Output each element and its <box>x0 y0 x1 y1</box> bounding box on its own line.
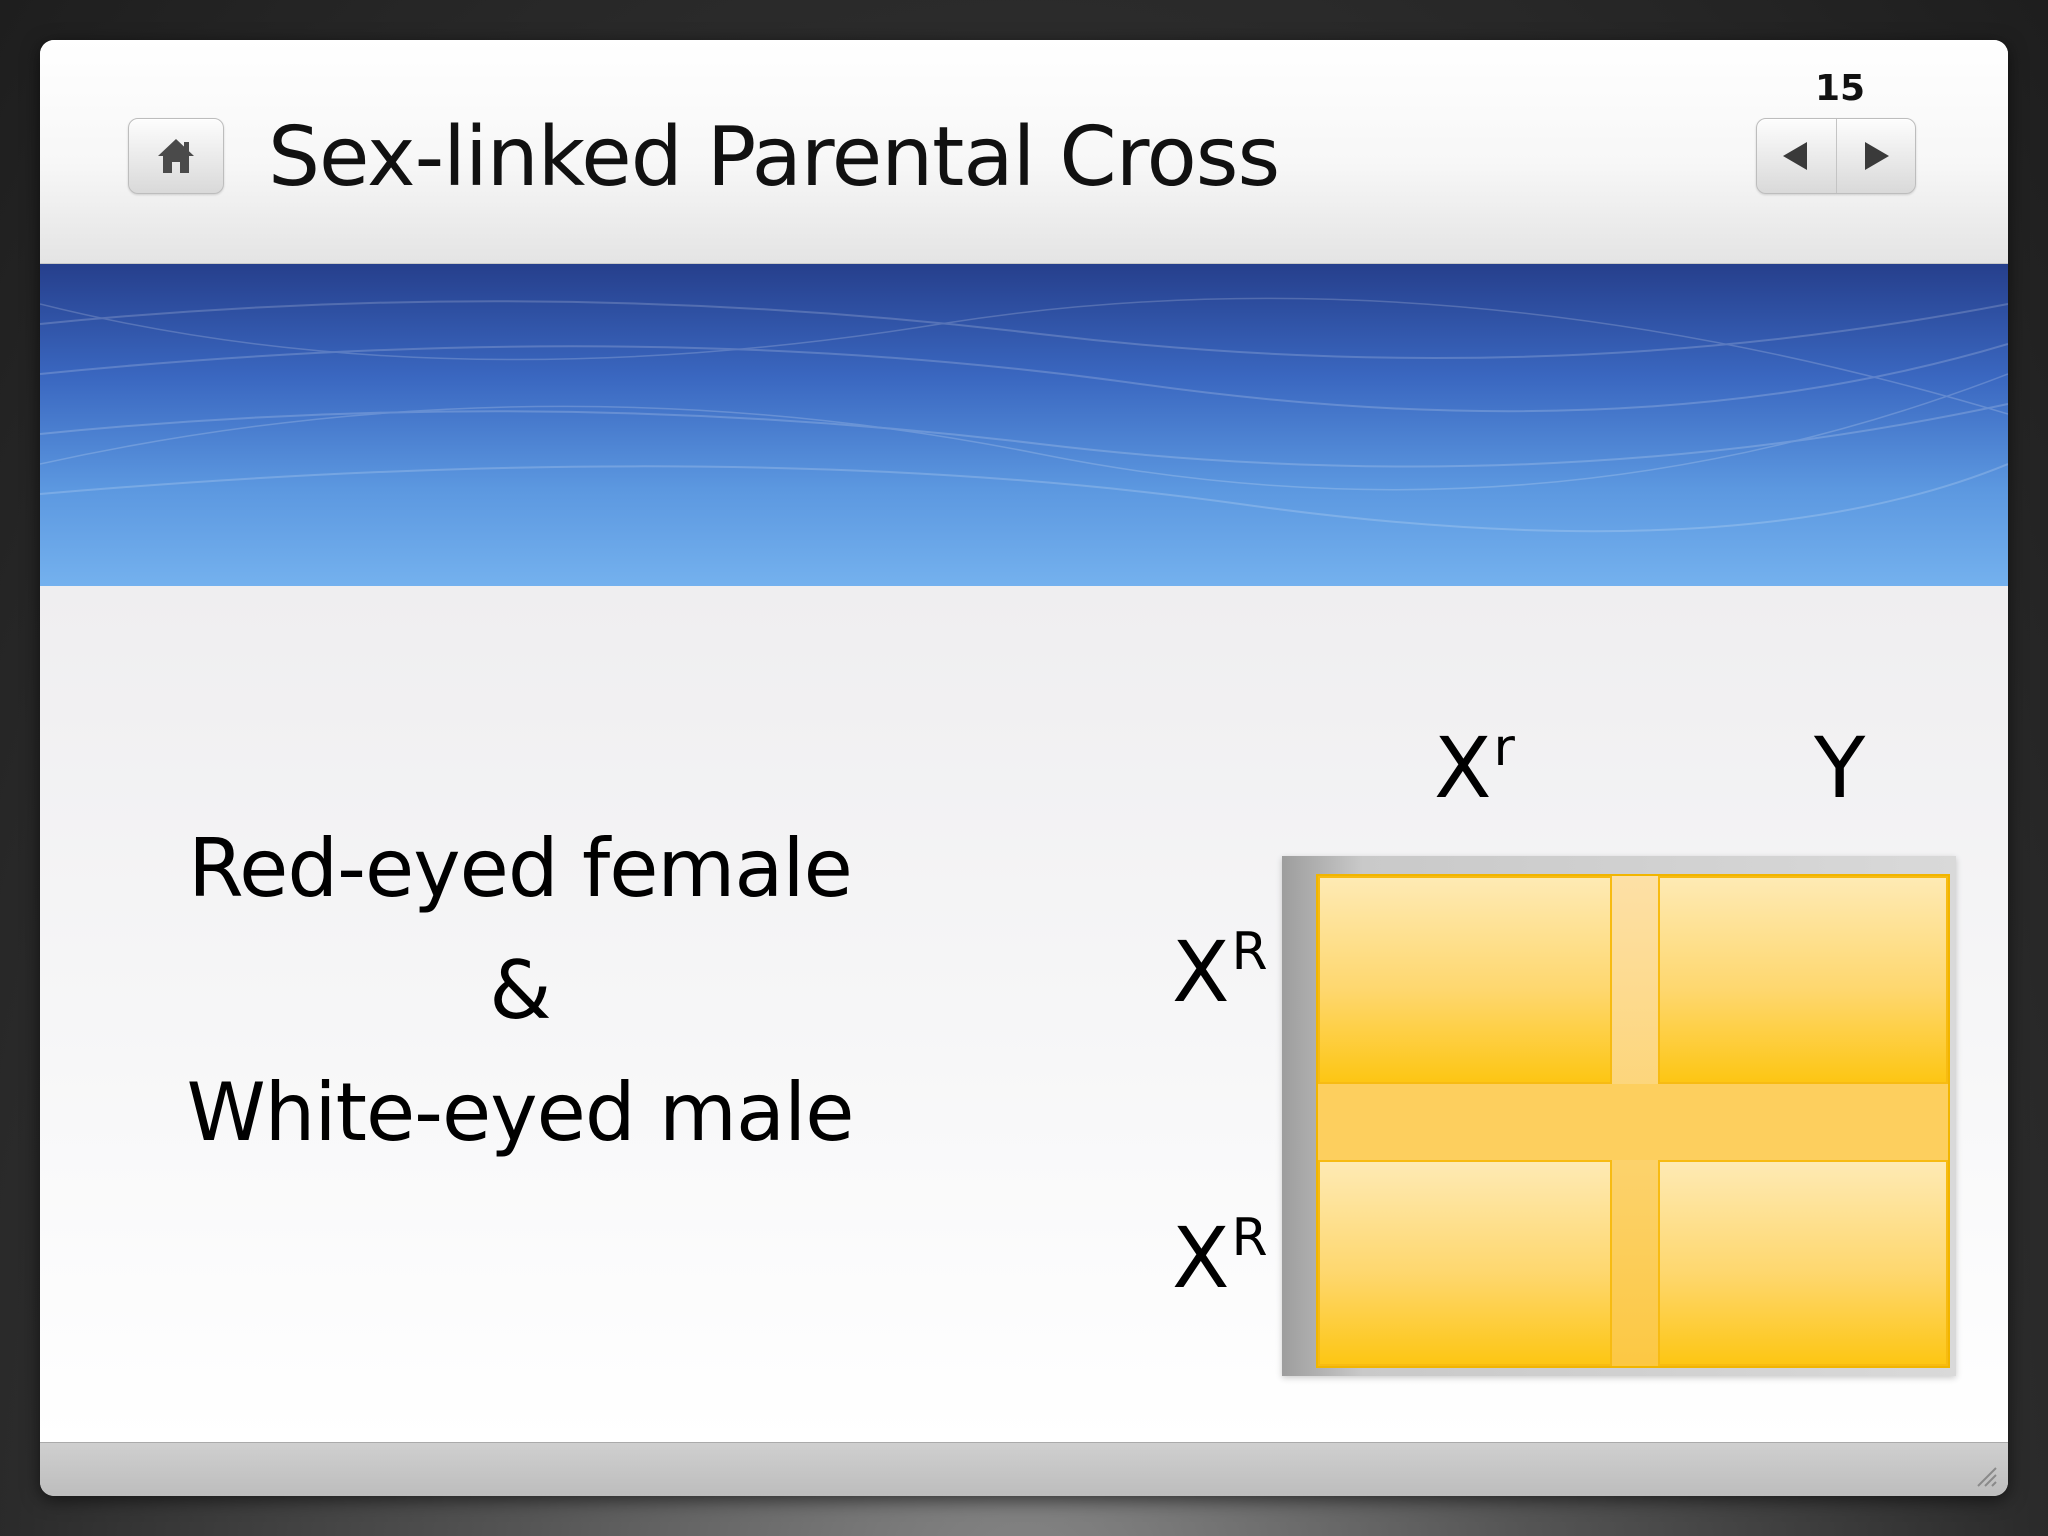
header-banner <box>40 264 2008 586</box>
cross-description: Red-eyed female & White-eyed male <box>160 808 880 1174</box>
punnett-cell-top-right <box>1658 876 1948 1084</box>
next-slide-button[interactable] <box>1835 119 1916 193</box>
allele-superscript: R <box>1231 1208 1268 1268</box>
punnett-square <box>1316 874 1950 1368</box>
male-parent-text: White-eyed male <box>186 1066 855 1159</box>
slide-window: Sex-linked Parental Cross 15 <box>40 40 2008 1496</box>
resize-grip-icon[interactable] <box>1972 1462 1998 1488</box>
allele-base: Y <box>1814 719 1866 817</box>
punnett-cell-top-left <box>1318 876 1612 1084</box>
allele-superscript: R <box>1231 922 1268 982</box>
ampersand-text: & <box>489 944 551 1037</box>
allele-base: X <box>1172 923 1230 1021</box>
banner-wave-texture <box>40 297 2008 533</box>
slide-nav <box>1756 118 1916 194</box>
column-header-xr: Xr <box>1434 722 1515 810</box>
home-button[interactable] <box>128 118 224 194</box>
home-icon <box>158 139 194 173</box>
row-header-xr-2: XR <box>1172 1212 1268 1300</box>
punnett-divider-horizontal <box>1318 1084 1948 1160</box>
allele-base: X <box>1172 1209 1230 1307</box>
previous-slide-button[interactable] <box>1757 119 1836 193</box>
triangle-left-icon <box>1783 142 1808 170</box>
slide-number: 15 <box>1814 68 1866 109</box>
punnett-cell-bottom-left <box>1318 1160 1612 1366</box>
allele-base: X <box>1434 719 1492 817</box>
slide-title: Sex-linked Parental Cross <box>268 110 1280 205</box>
column-header-y: Y <box>1814 722 1867 810</box>
allele-superscript: r <box>1493 718 1515 778</box>
triangle-right-icon <box>1864 142 1889 170</box>
punnett-cell-bottom-right <box>1658 1160 1948 1366</box>
bottom-bar <box>40 1442 2008 1496</box>
female-parent-text: Red-eyed female <box>188 822 853 915</box>
title-bar: Sex-linked Parental Cross 15 <box>40 40 2008 264</box>
row-header-xr-1: XR <box>1172 926 1268 1014</box>
